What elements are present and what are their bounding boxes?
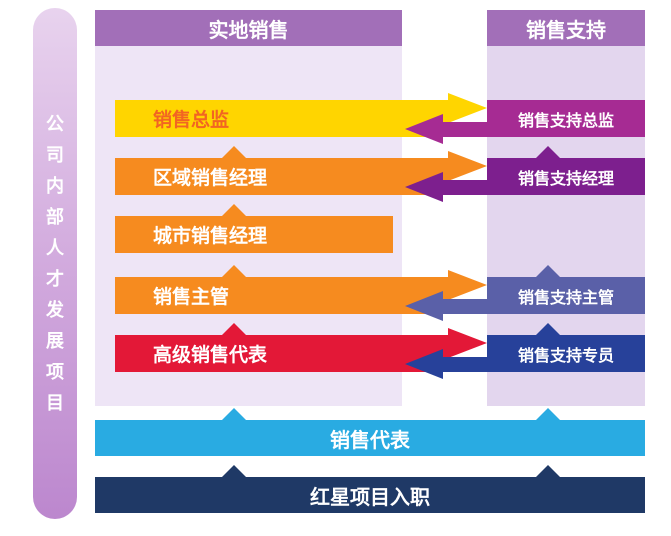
transfer-arrow-left-shaft xyxy=(443,122,487,137)
transfer-arrow-left-shaft xyxy=(443,180,487,195)
field-sales-header: 实地销售 xyxy=(95,10,402,46)
up-arrow-icon xyxy=(222,204,246,216)
sales-support-header: 销售支持 xyxy=(487,10,645,46)
support-bar-support-manager: 销售支持经理 xyxy=(487,158,645,195)
field-bar-city-sales-manager: 城市销售经理 xyxy=(115,216,393,253)
transfer-arrow-right-icon xyxy=(448,93,487,123)
up-arrow-icon xyxy=(222,146,246,158)
transfer-arrow-right-icon xyxy=(448,328,487,358)
support-bar-support-supervisor: 销售支持主管 xyxy=(487,277,645,314)
up-arrow-icon xyxy=(222,323,246,335)
up-arrow-icon xyxy=(536,465,560,477)
transfer-arrow-left-icon xyxy=(405,349,443,379)
base-bar-project-onboarding: 红星项目入职 xyxy=(95,477,645,513)
up-arrow-icon xyxy=(536,323,560,335)
transfer-arrow-left-icon xyxy=(405,114,443,144)
transfer-arrow-left-icon xyxy=(405,172,443,202)
field-bar-regional-sales-manager: 区域销售经理 xyxy=(115,158,448,195)
transfer-arrow-left-shaft xyxy=(443,299,487,314)
up-arrow-icon xyxy=(536,265,560,277)
support-bar-support-director: 销售支持总监 xyxy=(487,100,645,137)
program-title-banner: 公司内部人才发展项目 xyxy=(33,8,77,519)
transfer-arrow-left-icon xyxy=(405,291,443,321)
transfer-arrow-left-shaft xyxy=(443,357,487,372)
program-title: 公司内部人才发展项目 xyxy=(46,113,64,413)
up-arrow-icon xyxy=(222,465,246,477)
up-arrow-icon xyxy=(222,408,246,420)
field-bar-sales-director: 销售总监 xyxy=(115,100,448,137)
field-bar-sales-supervisor: 销售主管 xyxy=(115,277,448,314)
up-arrow-icon xyxy=(222,265,246,277)
field-bar-senior-sales-rep: 高级销售代表 xyxy=(115,335,448,372)
support-bar-support-specialist: 销售支持专员 xyxy=(487,335,645,372)
base-bar-sales-rep: 销售代表 xyxy=(95,420,645,456)
transfer-arrow-right-icon xyxy=(448,270,487,300)
up-arrow-icon xyxy=(536,146,560,158)
transfer-arrow-right-icon xyxy=(448,151,487,181)
up-arrow-icon xyxy=(536,408,560,420)
